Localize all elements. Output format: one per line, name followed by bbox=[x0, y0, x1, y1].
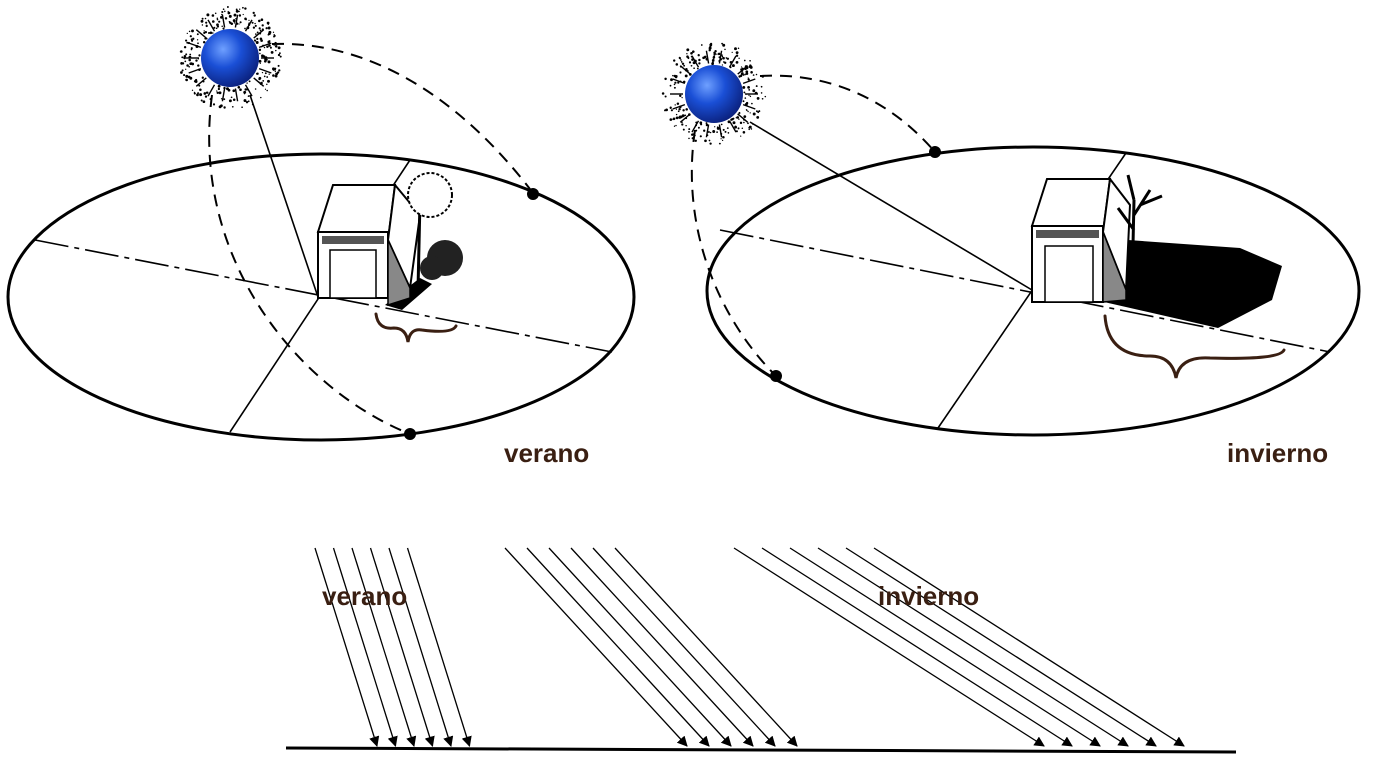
summer-axis-ew bbox=[34, 239, 613, 353]
winter-sun-ray bbox=[749, 121, 1033, 291]
winter-sunset-point bbox=[929, 146, 941, 158]
winter-axis-ew bbox=[719, 229, 1331, 353]
sun-ray-arrow bbox=[388, 547, 454, 747]
summer-sunset-point bbox=[527, 188, 539, 200]
winter-panel: invierno bbox=[661, 42, 1361, 468]
winter-sunrise-point bbox=[770, 370, 782, 382]
summer-sun-path-lower bbox=[208, 94, 411, 435]
sun-halo bbox=[661, 42, 767, 145]
rays-diagram: verano invierno bbox=[285, 547, 1237, 754]
sun-ray-arrow bbox=[369, 547, 435, 747]
sun-ray-arrow bbox=[504, 547, 688, 747]
sun-ray-arrow bbox=[332, 547, 398, 747]
sun-ray-arrow bbox=[614, 547, 798, 747]
summer-house-icon bbox=[316, 182, 422, 307]
summer-rays bbox=[314, 547, 472, 747]
sun-ray-arrow bbox=[406, 547, 472, 747]
winter-sun-path-upper bbox=[759, 74, 936, 153]
sun-ray-arrow bbox=[526, 547, 710, 747]
winter-house-icon bbox=[1030, 176, 1132, 303]
winter-label-top: invierno bbox=[1227, 438, 1328, 468]
winter-shadow-brace bbox=[1103, 314, 1286, 379]
winter-shadow bbox=[1104, 240, 1282, 328]
sun-ray-arrow bbox=[733, 547, 1045, 747]
sun-ray-arrow bbox=[845, 547, 1157, 747]
sun-ray-arrow bbox=[761, 547, 1073, 747]
sun-ray-arrow bbox=[314, 547, 380, 747]
winter-horizon-ellipse bbox=[705, 145, 1361, 437]
sun-ray-arrow bbox=[817, 547, 1129, 747]
summer-shadow-brace bbox=[374, 312, 458, 343]
sun-halo bbox=[179, 6, 282, 109]
summer-sun-path-upper bbox=[271, 42, 534, 194]
summer-label-top: verano bbox=[504, 438, 589, 468]
summer-leafy-tree-icon bbox=[407, 172, 463, 291]
summer-sunrise-point bbox=[404, 428, 416, 440]
summer-panel: verano bbox=[6, 6, 636, 468]
summer-horizon-ellipse bbox=[6, 152, 636, 442]
winter-bare-tree-icon bbox=[1116, 174, 1163, 291]
sun-ray-arrow bbox=[548, 547, 732, 747]
sun-ray-arrow bbox=[789, 547, 1101, 747]
sun-ray-arrow bbox=[351, 547, 417, 747]
winter-sun-path-lower bbox=[690, 129, 777, 377]
summer-label-rays: verano bbox=[322, 581, 407, 611]
summer-sun-ray bbox=[249, 94, 319, 298]
winter-label-rays: invierno bbox=[878, 581, 979, 611]
ground-line bbox=[285, 746, 1237, 754]
intermediate-rays bbox=[504, 547, 798, 747]
winter-sun-icon bbox=[661, 42, 767, 145]
winter-rays bbox=[733, 547, 1185, 747]
sun-ray-arrow bbox=[592, 547, 776, 747]
sun-ray-arrow bbox=[570, 547, 754, 747]
sun-ray-arrow bbox=[873, 547, 1185, 747]
summer-sun-icon bbox=[179, 6, 282, 109]
